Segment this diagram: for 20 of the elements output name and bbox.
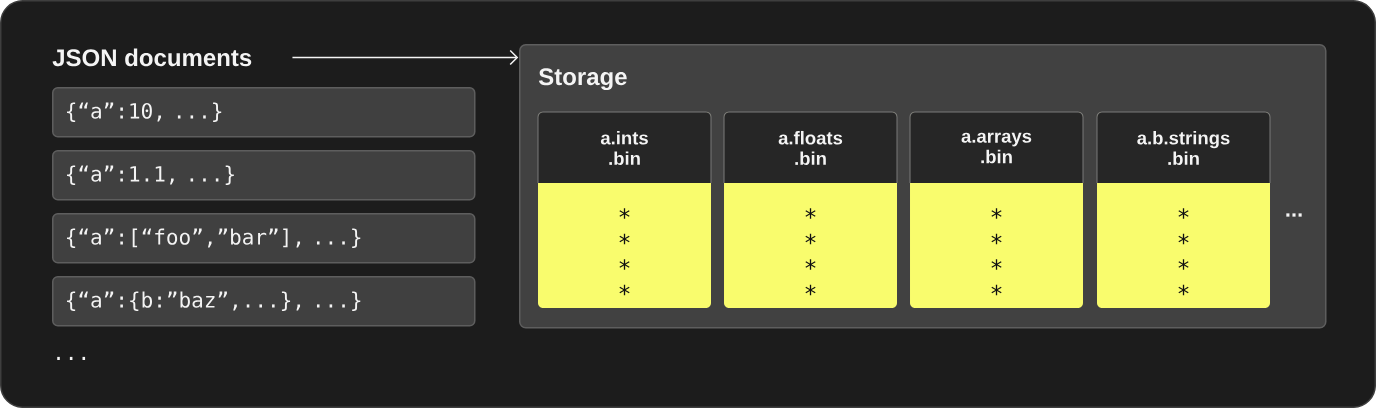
arrow — [291, 49, 519, 66]
file-name: a.ints .bin — [600, 130, 648, 166]
file-name: a.floats .bin — [778, 130, 843, 166]
asterisk-column: * * * * — [1178, 208, 1189, 296]
file-card — [1096, 111, 1271, 308]
document-box: {“a”:1.1, ...} — [52, 150, 476, 201]
file-name: a.b.strings .bin — [1137, 130, 1230, 166]
file-card — [723, 111, 898, 308]
heading: JSON documents — [52, 48, 252, 67]
asterisk-column: * * * * — [805, 208, 816, 296]
document-box: {“a”:{b:”baz”,...}, ...} — [52, 276, 476, 327]
ellipsis: ... — [57, 356, 86, 360]
asterisk-column: * * * * — [619, 208, 630, 296]
panel-title: Storage — [538, 68, 627, 91]
asterisk-column: * * * * — [991, 208, 1002, 296]
document-box: {“a”:10, ...} — [52, 87, 476, 138]
file-card — [537, 111, 712, 308]
file-card — [909, 111, 1084, 308]
document-box: {“a”:[“foo”,”bar”], ...} — [52, 213, 476, 264]
file-name: a.arrays .bin — [961, 132, 1032, 164]
